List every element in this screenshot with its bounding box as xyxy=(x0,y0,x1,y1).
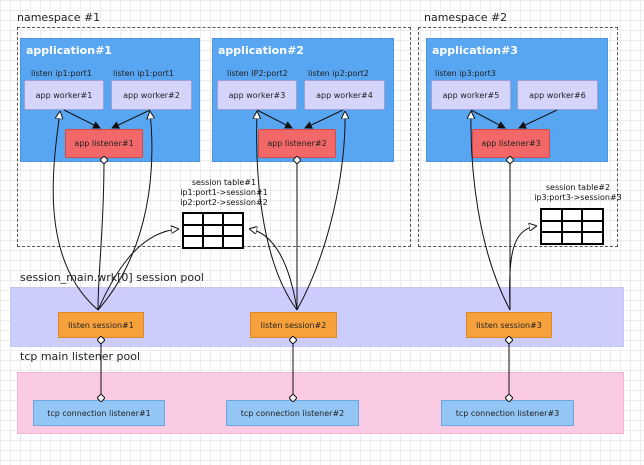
application-1-listen-label-2: listen ip1:port1 xyxy=(113,69,174,78)
tcp-connection-listener-1: tcp connection listener#1 xyxy=(33,400,165,426)
application-2-title: application#2 xyxy=(218,44,304,57)
session-table-2-title: session table#2 xyxy=(545,183,611,192)
app-listener-1: app listener#1 xyxy=(65,129,143,158)
application-3-title: application#3 xyxy=(432,44,518,57)
session-table-2-grid xyxy=(540,208,604,245)
app-listener-3: app listener#3 xyxy=(472,129,550,158)
app-worker-3: app worker#3 xyxy=(217,80,297,110)
application-2-listen-label-1: listen IP2:port2 xyxy=(227,69,288,78)
tcp-connection-listener-2: tcp connection listener#2 xyxy=(226,400,359,426)
tcp-pool-label: tcp main listener pool xyxy=(20,350,141,363)
tcp-connection-listener-3: tcp connection listener#3 xyxy=(441,400,574,426)
app-worker-4: app worker#4 xyxy=(304,80,385,110)
listen-session-2: listen session#2 xyxy=(250,312,337,338)
application-2-listen-label-2: listen ip2:port2 xyxy=(308,69,369,78)
app-worker-6: app worker#6 xyxy=(517,80,598,110)
app-listener-2: app listener#2 xyxy=(258,129,336,158)
session-table-2-entry-1: ip3:port3->session#3 xyxy=(534,193,622,202)
session-table-1-title: session table#1 xyxy=(191,178,257,187)
session-table-1-entry-1: ip1:port1->session#1 xyxy=(180,188,268,197)
session-table-1-entry-2: ip2:port2->session#2 xyxy=(180,198,268,207)
namespace-1-label: namespace #1 xyxy=(17,11,101,24)
application-3-listen-label-1: listen ip3:port3 xyxy=(435,69,496,78)
listen-session-3: listen session#3 xyxy=(466,312,552,338)
application-1-listen-label-1: listen ip1:port1 xyxy=(31,69,92,78)
app-worker-1: app worker#1 xyxy=(24,80,104,110)
session-pool-label: session_main.wrk[0] session pool xyxy=(20,271,204,284)
listen-session-1: listen session#1 xyxy=(58,312,144,338)
namespace-2-label: namespace #2 xyxy=(424,11,508,24)
session-table-1-grid xyxy=(182,212,244,249)
app-worker-5: app worker#5 xyxy=(431,80,511,110)
application-1-title: application#1 xyxy=(26,44,112,57)
app-worker-2: app worker#2 xyxy=(111,80,192,110)
